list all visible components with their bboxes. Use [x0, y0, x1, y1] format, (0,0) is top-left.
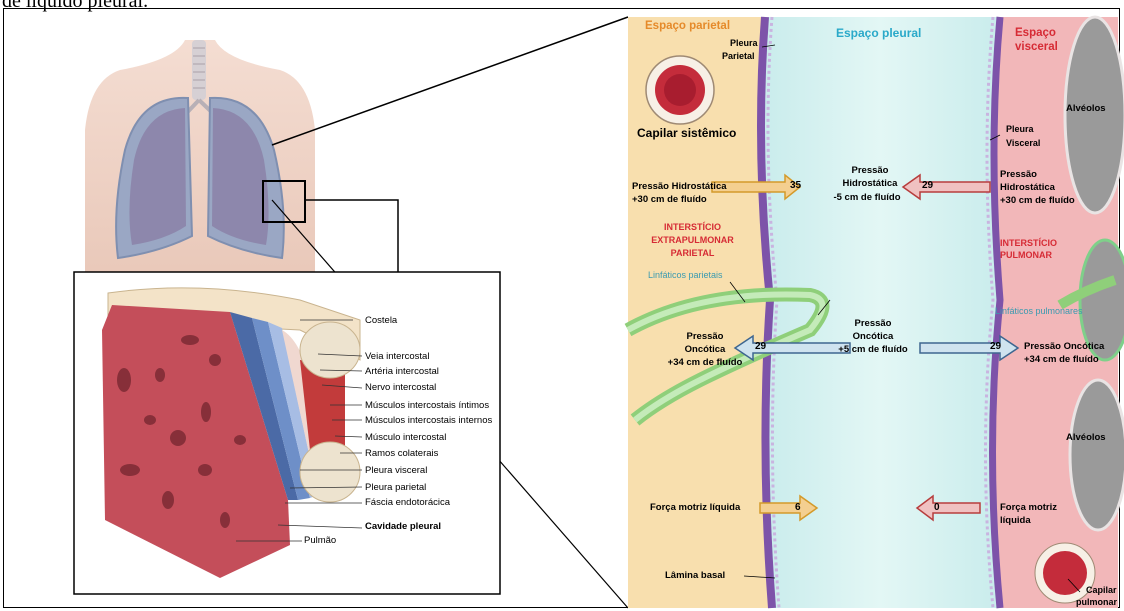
value-arrow-po-right: 29 — [990, 341, 1001, 352]
header-espaco-pleural: Espaço pleural — [836, 26, 921, 40]
label-pleura-visceral-r-2: Visceral — [1006, 138, 1040, 148]
value-arrow-ph-right: 29 — [922, 180, 933, 191]
label-ramos-colaterais: Ramos colaterais — [365, 448, 438, 459]
label-nervo-intercostal: Nervo intercostal — [365, 382, 436, 393]
header-espaco-parietal: Espaço parietal — [645, 20, 730, 32]
label-pleura-visceral-r-1: Pleura — [1006, 124, 1034, 134]
label-ph-center-1: Pressão — [830, 165, 910, 176]
label-interst-pulmonar-2: PULMONAR — [1000, 250, 1052, 260]
label-alveolos-top: Alvéolos — [1066, 103, 1106, 114]
label-forca-right-2: líquida — [1000, 515, 1031, 526]
label-interst-parietal-2: EXTRAPULMONAR — [640, 235, 745, 245]
label-po-right-1: Pressão Oncótica — [1024, 341, 1104, 352]
label-pleura-parietal-r-1: Pleura — [730, 38, 758, 48]
label-alveolos-bottom: Alvéolos — [1066, 432, 1106, 443]
label-costela: Costela — [365, 315, 397, 326]
label-po-left-3: +34 cm de fluído — [655, 357, 755, 368]
label-po-center-3: +5 cm de fluído — [828, 344, 918, 355]
label-ph-center-2: Hidrostática — [830, 178, 910, 189]
label-cavidade-pleural: Cavidade pleural — [365, 521, 441, 532]
label-musculo-intercostal: Músculo intercostal — [365, 432, 446, 443]
label-ph-right-1: Pressão — [1000, 169, 1037, 180]
torso-illustration — [85, 40, 315, 280]
label-linfaticos-parietais: Linfáticos parietais — [648, 270, 723, 280]
value-arrow-po-left: 29 — [755, 341, 766, 352]
label-ph-left-1: Pressão Hidrostática — [632, 181, 727, 192]
label-po-center-1: Pressão — [838, 318, 908, 329]
label-po-left-2: Oncótica — [665, 344, 745, 355]
label-capilar-sistemico: Capilar sistêmico — [637, 126, 736, 140]
label-po-left-1: Pressão — [665, 331, 745, 342]
label-linfaticos-pulmonares: Linfáticos pulmonares — [995, 306, 1083, 316]
label-po-right-2: +34 cm de fluído — [1024, 354, 1099, 365]
label-capilar-pulmonar-2: pulmonar — [1076, 597, 1117, 607]
label-ph-left-2: +30 cm de fluído — [632, 194, 707, 205]
label-fascia-endotoracica: Fáscia endotorácica — [365, 497, 450, 508]
header-espaco-visceral-1: Espaço — [1015, 27, 1056, 39]
label-pleura-parietal: Pleura parietal — [365, 482, 426, 493]
label-musculos-intimos: Músculos intercostais íntimos — [365, 400, 489, 411]
label-musculos-internos: Músculos intercostais internos — [365, 415, 492, 426]
label-ph-center-3: -5 cm de fluído — [822, 192, 912, 203]
label-interst-pulmonar-1: INTERSTÍCIO — [1000, 238, 1057, 248]
label-pulmao: Pulmão — [304, 535, 336, 546]
value-arrow-ph-left: 35 — [790, 180, 801, 191]
label-forca-left: Força motriz líquida — [650, 502, 740, 513]
label-po-center-2: Oncótica — [838, 331, 908, 342]
label-ph-right-2: Hidrostática — [1000, 182, 1055, 193]
header-espaco-visceral-2: visceral — [1015, 41, 1058, 53]
label-arteria-intercostal: Artéria intercostal — [365, 366, 439, 377]
label-interst-parietal-3: PARIETAL — [645, 248, 740, 258]
label-ph-right-3: +30 cm de fluído — [1000, 195, 1075, 206]
label-pleura-parietal-r-2: Parietal — [722, 51, 755, 61]
label-forca-right-1: Força motriz — [1000, 502, 1057, 513]
value-arrow-forca-right: 0 — [934, 502, 940, 513]
label-lamina-basal: Lâmina basal — [665, 570, 725, 581]
label-veia-intercostal: Veia intercostal — [365, 351, 429, 362]
label-pleura-visceral: Pleura visceral — [365, 465, 427, 476]
label-interst-parietal-1: INTERSTÍCIO — [645, 222, 740, 232]
value-arrow-forca-left: 6 — [795, 502, 801, 513]
label-capilar-pulmonar-1: Capilar — [1086, 585, 1117, 595]
